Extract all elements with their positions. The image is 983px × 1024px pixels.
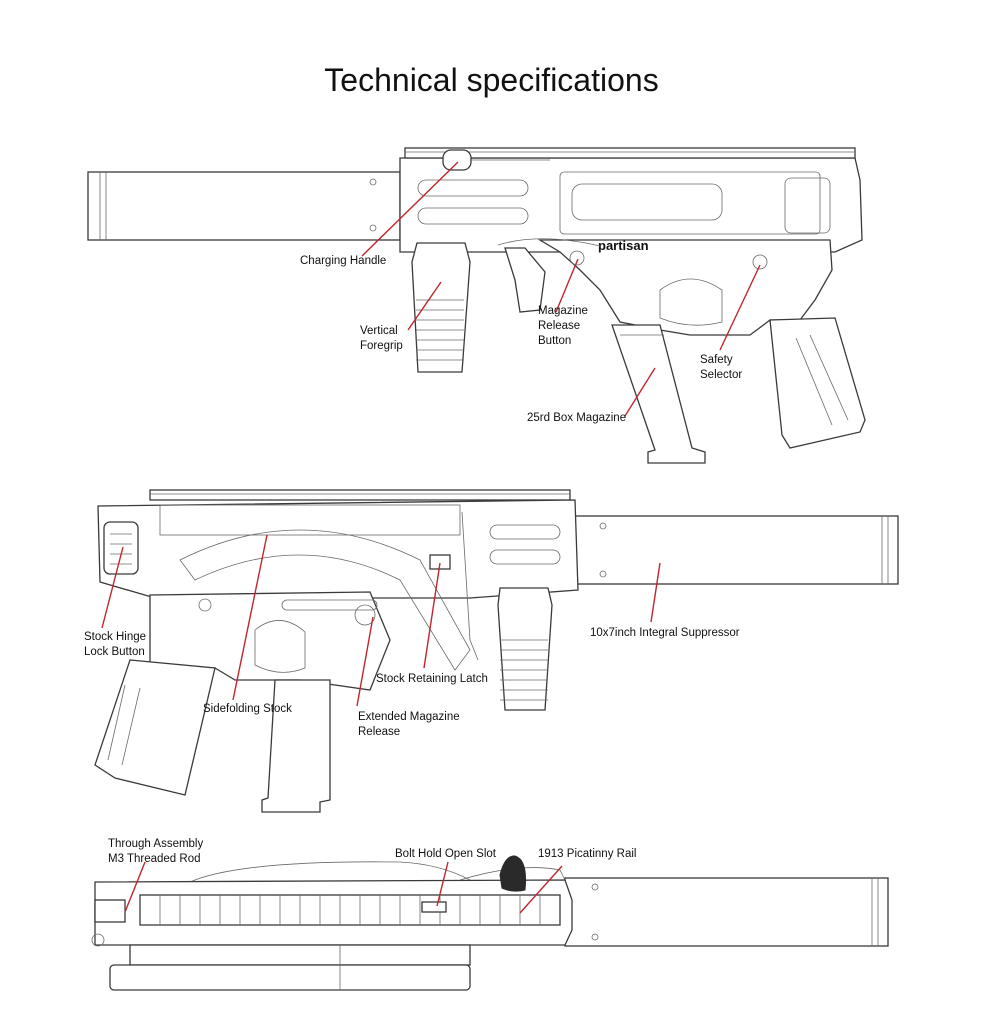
callout-charging-handle: Charging Handle (300, 255, 386, 267)
pistol-grip (94, 659, 216, 796)
right-side-view: partisan Charging Handle (87, 147, 866, 464)
suppressor-body (87, 171, 401, 241)
suppressor-body (564, 877, 889, 947)
top-rail (149, 489, 571, 501)
callout-vertical-foregrip: Vertical Foregrip (360, 325, 403, 352)
callout-picatinny-rail: 1913 Picatinny Rail (538, 848, 636, 860)
pistol-grip (769, 317, 866, 449)
page-title: Technical specifications (324, 62, 659, 98)
callout-through-assembly-rod: Through Assembly M3 Threaded Rod (108, 838, 206, 865)
callout-sidefolding-stock: Sidefolding Stock (203, 703, 292, 715)
callout-integral-suppressor: 10x7inch Integral Suppressor (590, 627, 740, 639)
suppressor-body (574, 515, 899, 585)
picatinny-rail-part (139, 894, 561, 926)
upper-receiver (97, 499, 579, 599)
box-magazine-part (611, 324, 706, 464)
callout-stock-retaining-latch: Stock Retaining Latch (376, 673, 488, 685)
callout-extended-magazine-release: Extended Magazine Release (358, 711, 463, 738)
callout-bolt-hold-open-slot: Bolt Hold Open Slot (395, 848, 497, 860)
vertical-foregrip-part (497, 587, 553, 711)
callout-safety-selector: Safety Selector (700, 354, 742, 381)
box-magazine-part (261, 679, 331, 813)
top-rail (404, 147, 856, 159)
sidefolding-stock-part (179, 529, 471, 671)
left-side-view: Stock Hinge Lock Button Sidefolding Stoc… (84, 489, 899, 813)
vertical-foregrip-part (411, 242, 471, 373)
svg-text:partisan: partisan (598, 238, 649, 253)
callout-stock-hinge-lock-button: Stock Hinge Lock Button (84, 631, 149, 658)
callout-box-magazine: 25rd Box Magazine (527, 412, 626, 424)
lower-receiver (537, 239, 833, 336)
top-view: Through Assembly M3 Threaded Rod Bolt Ho… (91, 838, 889, 991)
callout-magazine-release-button: Magazine Release Button (538, 305, 591, 347)
charging-handle-knob (499, 855, 526, 892)
